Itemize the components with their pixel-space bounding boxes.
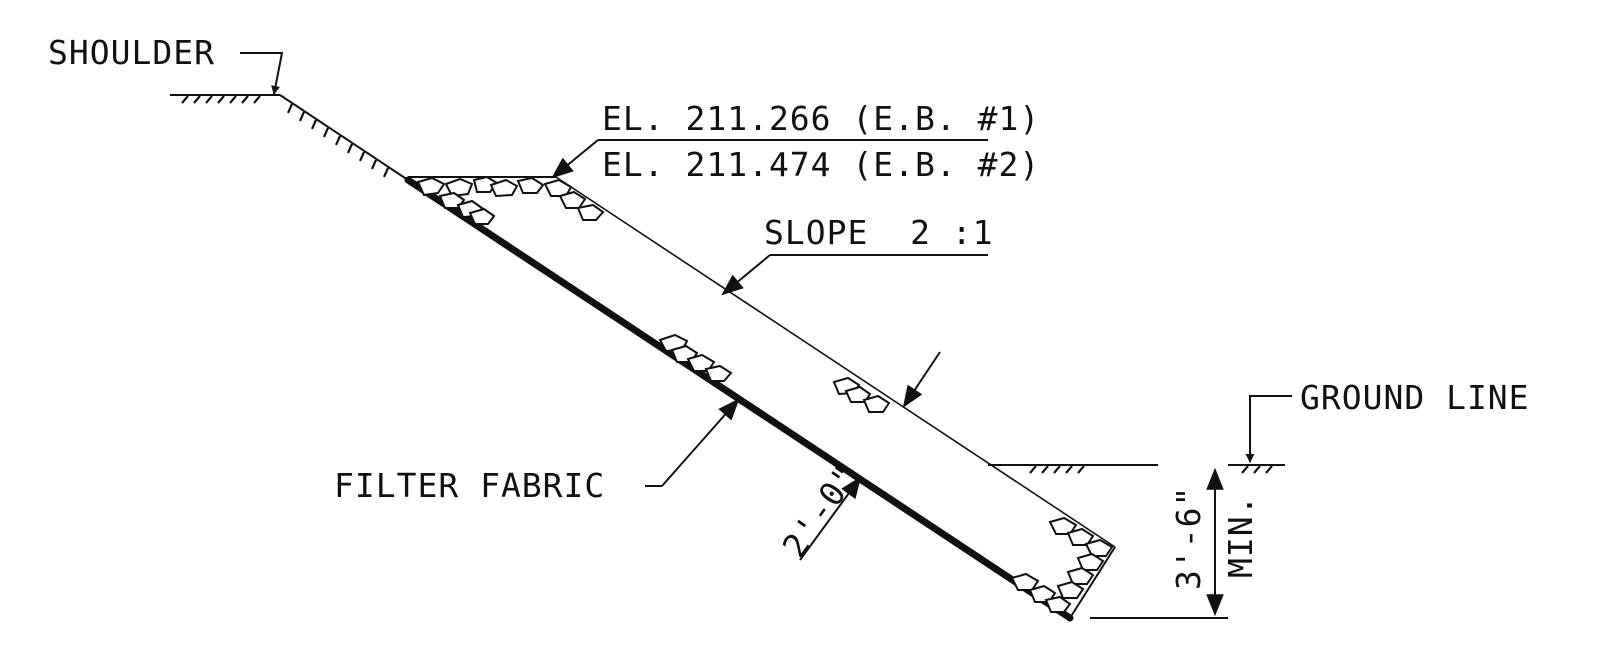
toe-ground-hatch xyxy=(1029,465,1273,474)
slope-ground-hatch xyxy=(286,103,390,178)
shoulder-ground-hatch xyxy=(181,95,261,104)
elevation-1-label: EL. 211.266 (E.B. #1) xyxy=(602,99,1040,138)
shoulder-label: SHOULDER xyxy=(48,33,215,72)
existing-ground-profile xyxy=(170,94,409,181)
elevation-leader xyxy=(551,139,988,179)
riprap-stones xyxy=(416,175,1114,613)
thickness-dimension xyxy=(799,351,941,561)
slope-label: SLOPE 2 :1 xyxy=(764,213,994,252)
depth-note-label: MIN. xyxy=(1221,495,1260,578)
ground-line-label: GROUND LINE xyxy=(1300,378,1530,417)
filter-fabric-leader xyxy=(645,398,740,487)
filter-fabric-label: FILTER FABRIC xyxy=(334,466,605,505)
ground-line-leader xyxy=(1245,395,1292,463)
elevation-2-label: EL. 211.474 (E.B. #2) xyxy=(602,145,1040,184)
toe-ground-line xyxy=(988,464,1285,619)
slope-leader xyxy=(721,254,988,296)
thickness-label: 2'-0" xyxy=(775,457,867,565)
riprap-layer xyxy=(404,176,1116,622)
shoulder-leader xyxy=(240,52,284,95)
depth-label: 3'-6" xyxy=(1169,486,1208,590)
